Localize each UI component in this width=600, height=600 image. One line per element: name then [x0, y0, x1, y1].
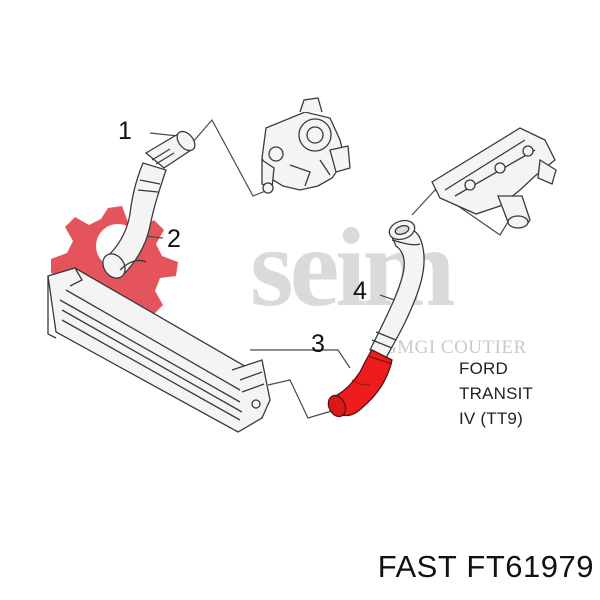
vehicle-make: FORD — [459, 359, 508, 378]
callout-3: 3 — [311, 330, 325, 358]
leader-line-manifold — [411, 189, 509, 236]
vehicle-model: TRANSIT — [459, 384, 534, 403]
leader-lines — [144, 118, 509, 419]
turbocharger — [261, 97, 351, 194]
intercooler — [47, 267, 271, 433]
watermark-subtext: GMGI COUTIER — [383, 337, 527, 358]
leader-line-turbo — [191, 118, 269, 197]
callout-2: 2 — [167, 225, 181, 253]
vehicle-generation: IV (TT9) — [459, 409, 523, 428]
part-number-label: FAST FT61979 — [378, 549, 594, 585]
leader-line-1 — [149, 132, 179, 137]
vehicle-info: FORD TRANSIT IV (TT9) — [459, 356, 533, 431]
leader-line-3 — [250, 349, 351, 369]
part-brand: FAST — [377, 549, 458, 584]
part-2-hose — [102, 162, 167, 279]
part-4-hose — [369, 219, 425, 359]
leader-line-2 — [144, 235, 164, 239]
part-number: FT61979 — [466, 549, 594, 584]
part-1-coupling — [144, 130, 196, 169]
callout-numbers: 1 2 3 4 — [118, 117, 367, 358]
callout-1: 1 — [118, 117, 132, 145]
callout-4: 4 — [353, 277, 367, 305]
leader-line-cooler — [267, 379, 336, 419]
intake-manifold — [431, 127, 557, 229]
part-3-hose-highlighted — [327, 349, 393, 418]
